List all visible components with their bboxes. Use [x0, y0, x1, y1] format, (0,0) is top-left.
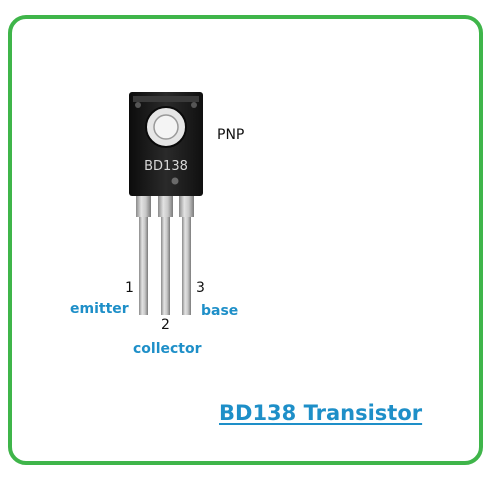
pin-3-lead: [182, 195, 191, 315]
part-marking: BD138: [144, 159, 188, 174]
pin-2-lead: [161, 195, 170, 315]
transistor-body: BD138: [129, 92, 203, 196]
pin-2-name: collector: [133, 341, 202, 357]
pin-2-number: 2: [161, 317, 170, 333]
type-label: PNP: [217, 127, 245, 143]
diagram-frame: [8, 15, 483, 465]
pin-1-name: emitter: [70, 301, 129, 317]
pin-3-number: 3: [196, 280, 205, 296]
diagram-title: BD138 Transistor: [219, 401, 423, 425]
pin-3-name: base: [201, 303, 239, 319]
transistor-pins: [136, 193, 194, 315]
pin-1-number: 1: [125, 280, 134, 296]
pin-1-lead: [139, 195, 148, 315]
